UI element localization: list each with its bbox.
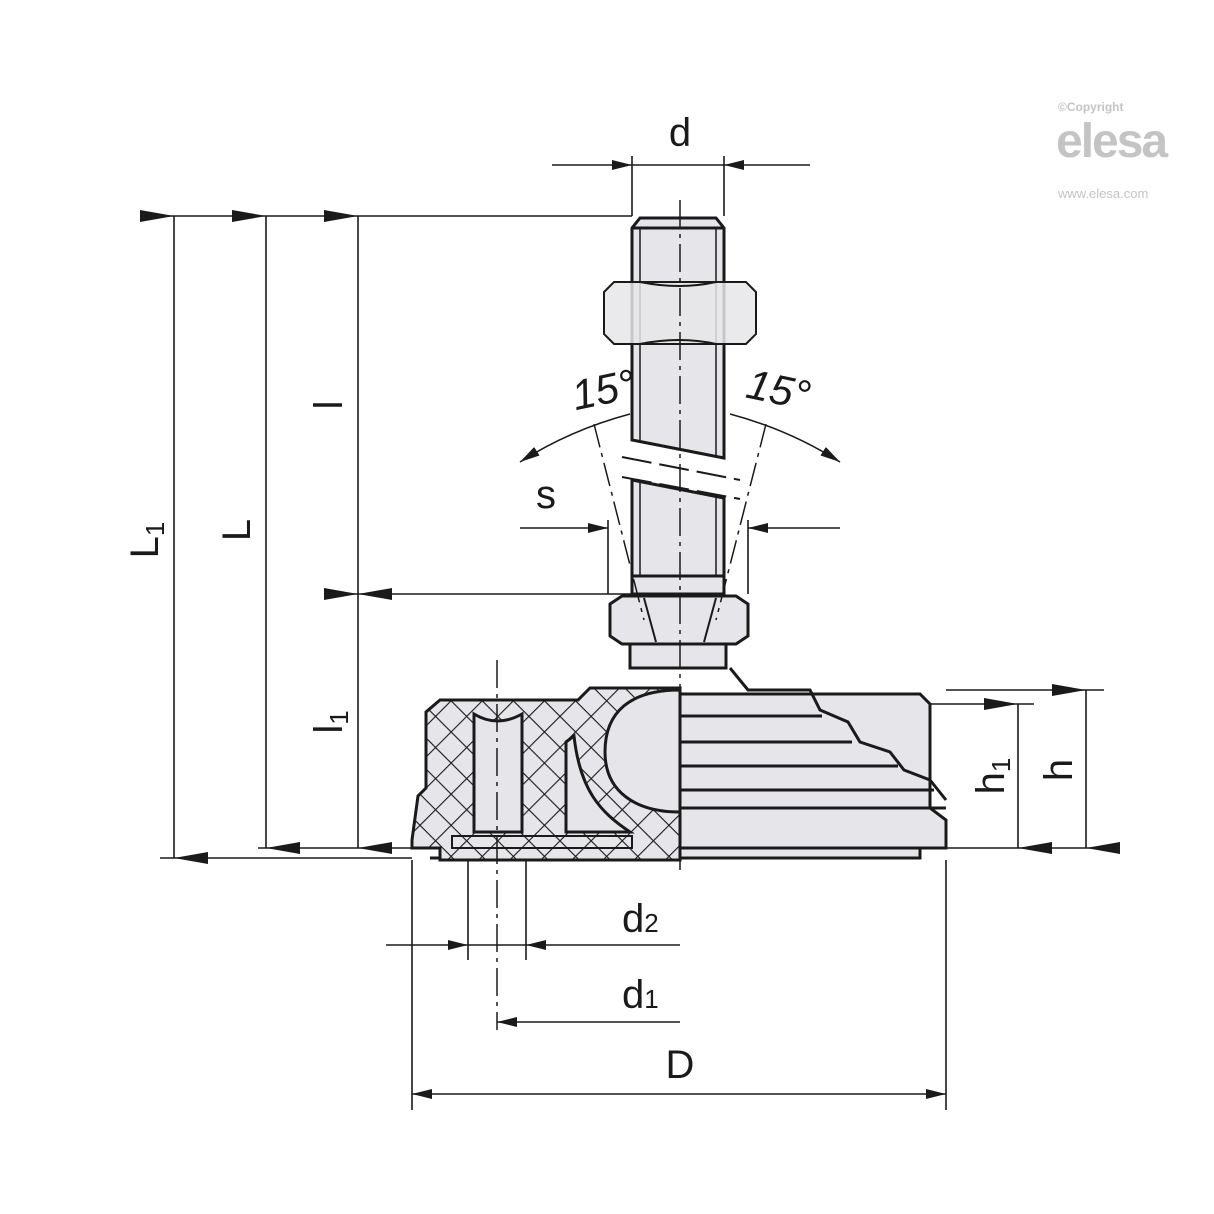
center-lines	[496, 200, 681, 1030]
label-l1: l1	[307, 710, 354, 733]
label-h1: h1	[969, 758, 1016, 795]
label-D: D	[666, 1043, 695, 1087]
label-l: l	[307, 401, 351, 410]
label-h: h	[1037, 759, 1081, 781]
label-d: d	[669, 111, 691, 155]
label-angle-left: 15°	[568, 360, 640, 419]
label-s: s	[536, 473, 556, 517]
watermark-brand-logo: elesa	[1056, 115, 1168, 168]
watermark-url: www.elesa.com	[1058, 186, 1149, 201]
swivel-angle-lines	[519, 413, 841, 621]
label-d2: d2	[622, 897, 659, 941]
base-section-view	[410, 686, 682, 862]
dimension-lines	[140, 156, 1120, 1110]
threaded-stud	[620, 216, 741, 596]
label-L: L	[215, 519, 259, 541]
watermark-copyright: ©Copyright	[1058, 100, 1124, 114]
label-angle-right: 15°	[743, 360, 815, 419]
lower-hex-nut	[608, 594, 750, 670]
base-outside-view	[430, 667, 948, 860]
label-L1: L1	[123, 522, 170, 559]
label-d1: d1	[622, 973, 659, 1017]
